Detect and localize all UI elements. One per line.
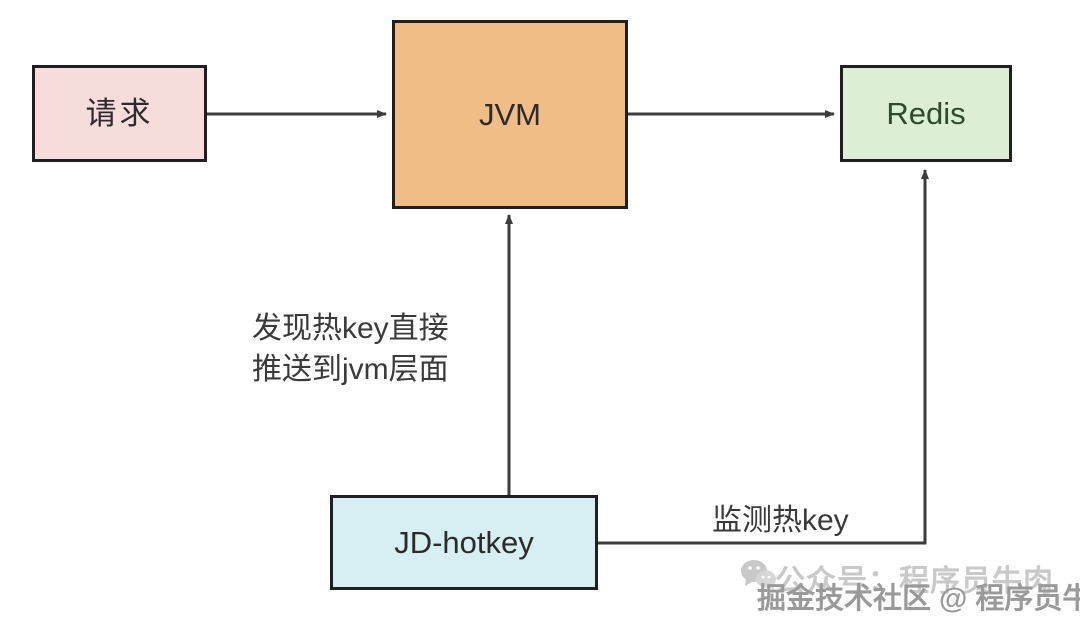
edge-label-monitor-hotkey: 监测热key [712,504,849,537]
node-jvm-label: JVM [479,96,541,132]
node-request[interactable]: 请求 [32,65,207,162]
node-hotkey-label: JD-hotkey [394,524,534,560]
node-jvm[interactable]: JVM [392,20,628,209]
node-request-label: 请求 [85,95,154,131]
edge-label-push-to-jvm: 发现热key直接 推送到jvm层面 [252,308,449,391]
edge-label-push-line2: 推送到jvm层面 [252,353,449,387]
edge-hotkey-to-redis [598,169,929,545]
node-redis[interactable]: Redis [840,65,1012,162]
node-redis-label: Redis [886,95,966,131]
watermark-juejin-author: 掘金技术社区 @ 程序员牛肉 [757,583,1080,615]
wechat-icon [741,560,776,590]
node-hotkey[interactable]: JD-hotkey [330,495,598,590]
edge-label-push-line1: 发现热key直接 [252,312,449,345]
watermark-public-account: 公众号：程序员牛肉 [775,565,1054,598]
